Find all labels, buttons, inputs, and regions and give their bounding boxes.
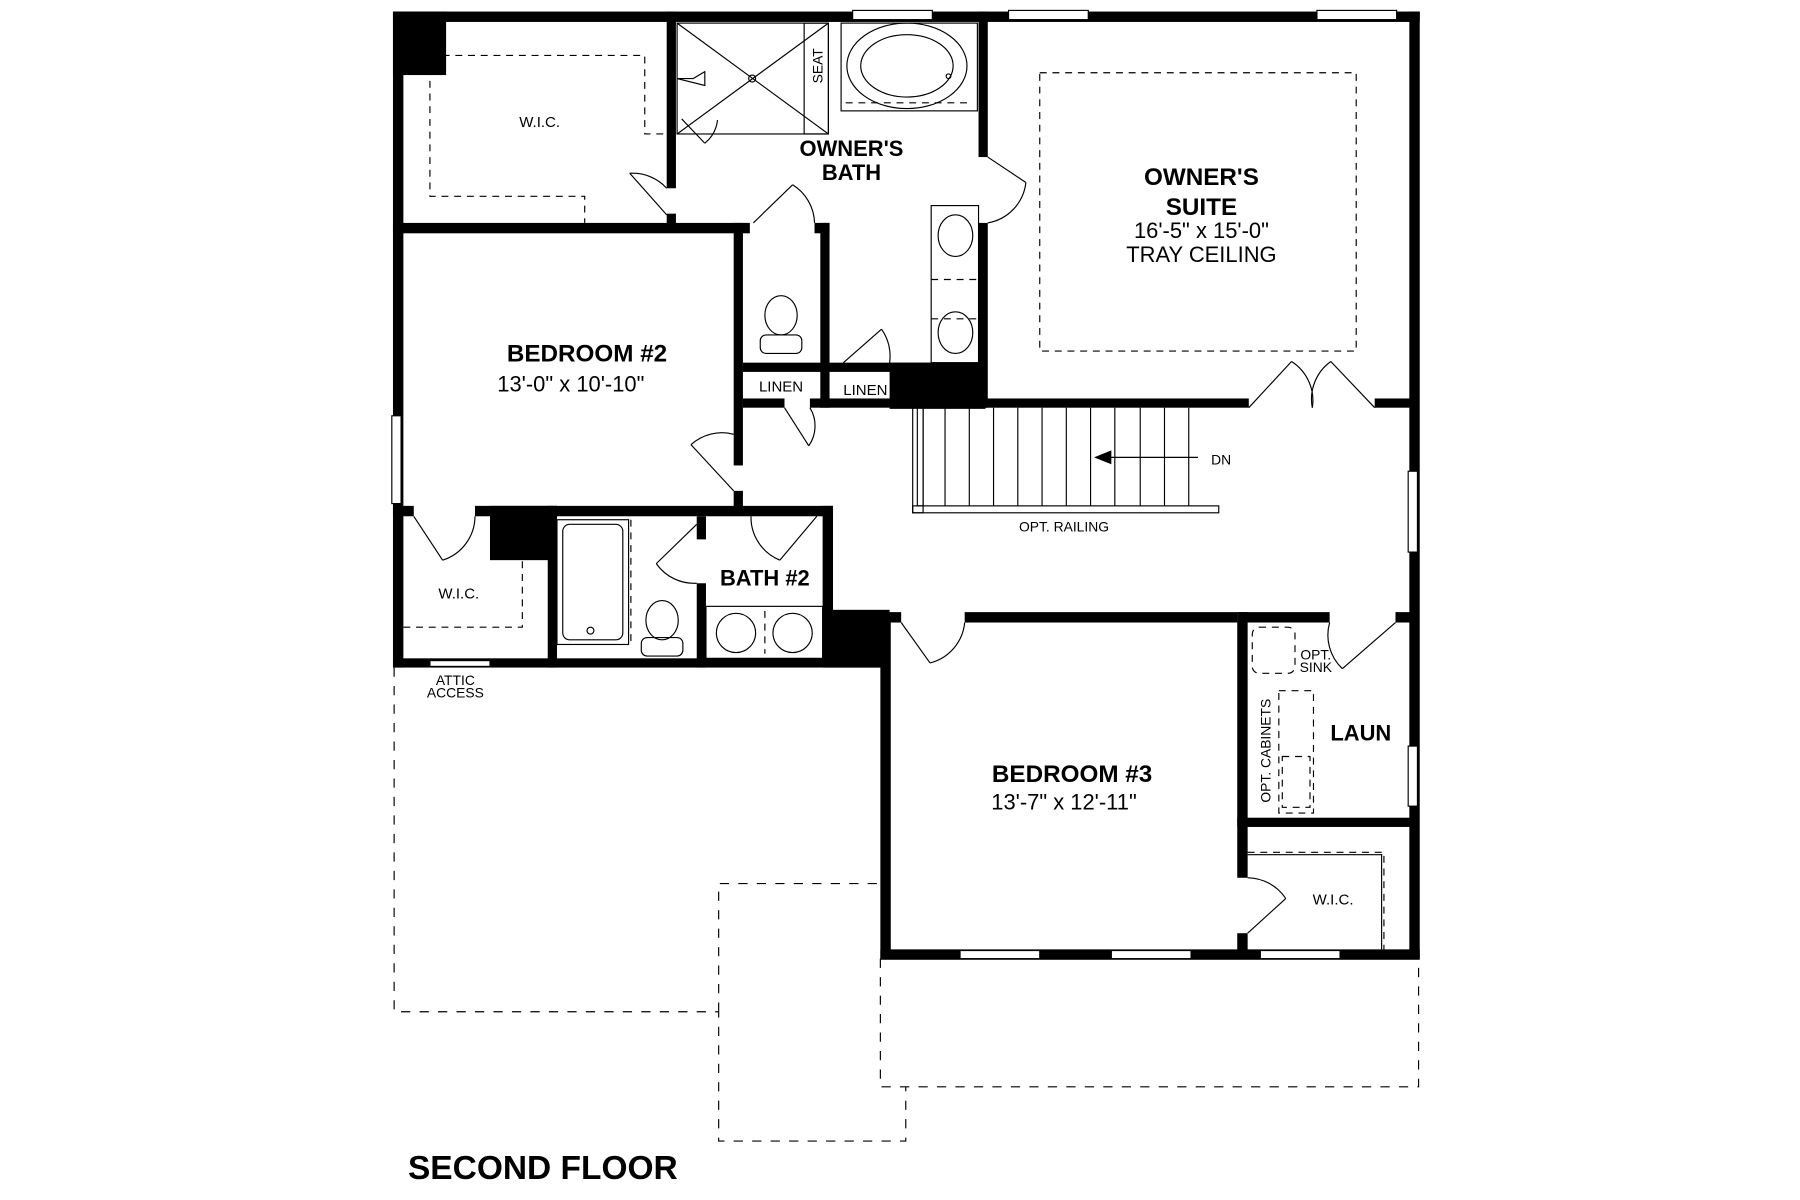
bedroom2-label: BEDROOM #2 [507, 341, 667, 368]
bath2-label: BATH #2 [720, 566, 810, 591]
toilet-icon [645, 599, 679, 641]
bedroom2-wic-label: W.I.C. [438, 585, 479, 602]
opt-sink-label: OPT. [1300, 646, 1331, 662]
window [1407, 745, 1418, 807]
windows [391, 9, 1418, 960]
staircase [912, 407, 1220, 514]
attic-access-label: ATTIC [436, 672, 475, 688]
owners-bath-label-2: BATH [822, 160, 881, 185]
window [1110, 949, 1192, 960]
bedroom3-label: BEDROOM #3 [992, 761, 1152, 788]
laundry-label: LAUN [1330, 720, 1391, 745]
owners-suite-label-2: SUITE [1166, 194, 1237, 221]
arrow-left-icon [1094, 450, 1112, 465]
bedroom2-dimensions: 13'-0" x 10'-10" [497, 372, 644, 397]
railing [912, 505, 1220, 514]
window [959, 949, 1041, 960]
window [1316, 9, 1398, 21]
toilet-icon [764, 295, 798, 336]
linen1-label: LINEN [759, 379, 803, 396]
window [391, 415, 402, 505]
walls [392, 11, 1420, 960]
sink-icon [1251, 626, 1296, 674]
owners-suite-label: OWNER'S [1144, 164, 1259, 191]
floor-title: SECOND FLOOR [408, 1150, 678, 1187]
window [852, 9, 933, 21]
linen2-label: LINEN [843, 382, 887, 399]
bedroom3-dimensions: 13'-7" x 12'-11" [991, 790, 1137, 815]
attic-access-label-2: ACCESS [427, 685, 484, 701]
owners-suite-dimensions: 16'-5" x 15'-0" [1134, 218, 1269, 243]
stairs-down-label: DN [1211, 451, 1231, 467]
owners-suite-ceiling-note: TRAY CEILING [1126, 242, 1276, 267]
room-labels: OWNER'S SUITE 16'-5" x 15'-0" TRAY CEILI… [438, 114, 1391, 908]
doors [413, 118, 1396, 934]
window [1007, 9, 1089, 21]
railing-label: OPT. RAILING [1019, 518, 1109, 534]
bathtub-icon [840, 22, 978, 112]
seat-label: SEAT [810, 48, 826, 84]
attic-access-hatch [429, 660, 491, 667]
vanity-icon [930, 205, 980, 364]
owners-bath-label: OWNER'S [800, 136, 904, 161]
tray-ceiling-outline [1039, 72, 1357, 352]
window [1259, 949, 1341, 960]
opt-sink-label-2: SINK [1300, 659, 1333, 675]
window [1407, 470, 1418, 553]
fixtures [403, 22, 1385, 950]
owners-wic-label: W.I.C. [519, 114, 560, 131]
bathtub-icon [556, 519, 630, 646]
opt-cabinets-label: OPT. CABINETS [1258, 699, 1274, 803]
vanity-icon [705, 605, 824, 659]
annotations: SEAT DN OPT. RAILING ATTIC ACCESS OPT. S… [427, 48, 1333, 803]
bedroom3-wic-label: W.I.C. [1313, 891, 1354, 908]
